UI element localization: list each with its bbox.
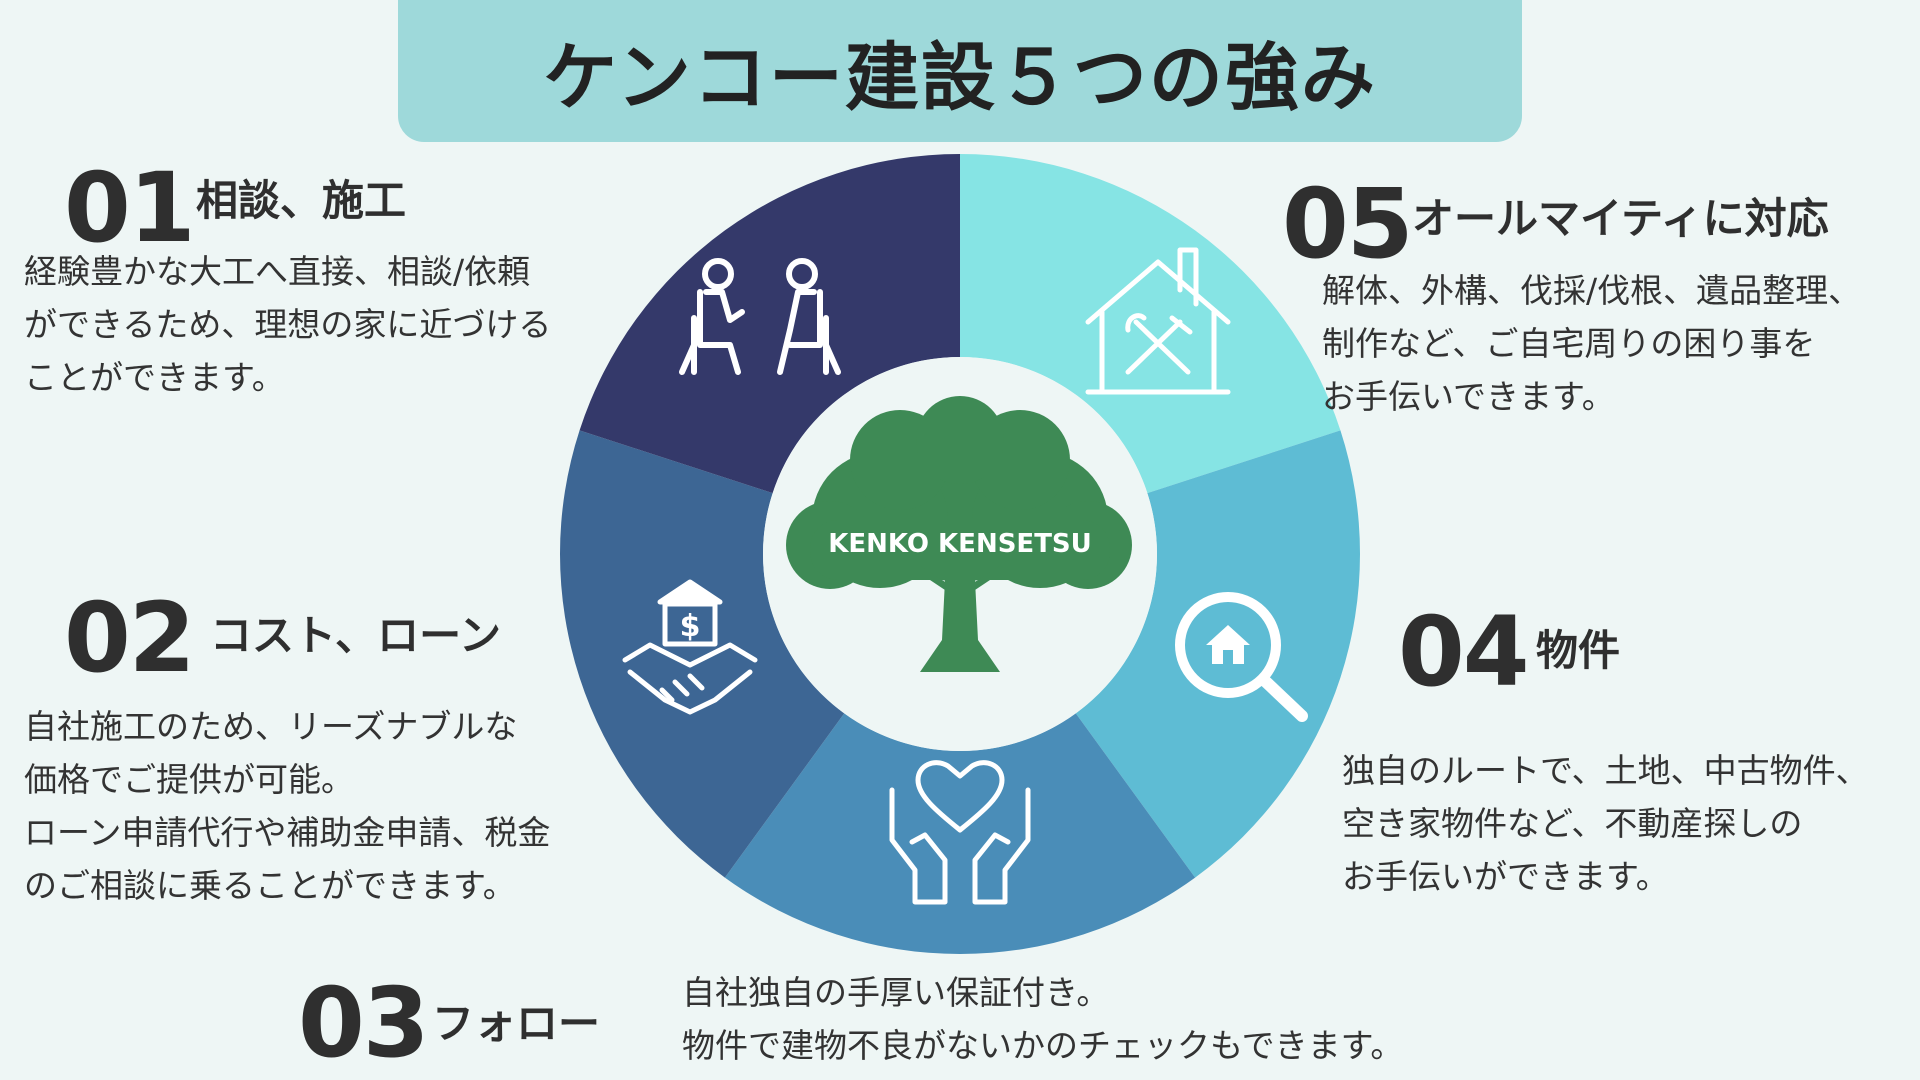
item-04-heading: 物件 (1536, 626, 1621, 675)
item-02-description: 自社施工のため、リーズナブルな 価格でご提供が可能。 ローン申請代行や補助金申請… (24, 700, 550, 912)
svg-text:$: $ (680, 609, 701, 644)
page-title: ケンコー建設５つの強み (543, 34, 1377, 121)
item-05-line: 解体、外構、伐採/伐根、遺品整理、 (1322, 271, 1862, 310)
item-04-line: 独自のルートで、土地、中古物件、 (1342, 751, 1869, 790)
item-01-line: ができるため、理想の家に近づける (24, 305, 552, 344)
item-01-number: 01 (64, 152, 196, 264)
logo-text: KENKO KENSETSU (828, 529, 1092, 559)
item-04-number: 04 (1398, 596, 1530, 708)
item-05-line: 制作など、ご自宅周りの困り事を (1322, 324, 1816, 363)
item-01-description: 経験豊かな大工へ直接、相談/依頼 ができるため、理想の家に近づける ことができま… (24, 245, 551, 404)
segment-05 (960, 154, 1341, 494)
segment-01 (579, 154, 960, 494)
item-02-line: 価格でご提供が可能。 (24, 760, 354, 799)
item-02-number: 02 (64, 582, 196, 694)
item-02-line: ローン申請代行や補助金申請、税金 (24, 813, 551, 852)
house-search-icon (1175, 592, 1308, 722)
item-03-number: 03 (298, 967, 430, 1079)
item-04-line: お手伝いができます。 (1342, 857, 1669, 896)
item-01-heading: 相談、施工 (196, 176, 407, 225)
consultation-icon (679, 258, 841, 375)
item-05-description: 解体、外構、伐採/伐根、遺品整理、 制作など、ご自宅周りの困り事を お手伝いでき… (1322, 264, 1861, 423)
item-03-heading: フォロー (432, 999, 601, 1048)
item-02-heading: コスト、ローン (210, 611, 502, 660)
item-03-description: 自社独自の手厚い保証付き。 物件で建物不良がないかのチェックもできます。 (682, 966, 1403, 1072)
item-05-line: お手伝いできます。 (1322, 377, 1615, 416)
house-tools-icon (1085, 247, 1231, 395)
item-04-description: 独自のルートで、土地、中古物件、 空き家物件など、不動産探しの お手伝いができま… (1342, 744, 1869, 903)
loan-handshake-icon: $ (622, 579, 758, 715)
item-04-line: 空き家物件など、不動産探しの (1342, 804, 1803, 843)
item-01-line: ことができます。 (24, 358, 285, 397)
item-03-line: 物件で建物不良がないかのチェックもできます。 (682, 1026, 1404, 1065)
item-05-heading: オールマイティに対応 (1412, 194, 1829, 243)
company-logo: KENKO KENSETSU (786, 396, 1132, 672)
segment-03 (724, 713, 1196, 955)
item-02-line: 自社施工のため、リーズナブルな (24, 707, 518, 746)
segment-02 (560, 430, 845, 878)
item-03-line: 自社独自の手厚い保証付き。 (682, 973, 1110, 1012)
item-01-line: 経験豊かな大工へ直接、相談/依頼 (24, 252, 531, 291)
item-02-line: のご相談に乗ることができます。 (24, 866, 516, 905)
item-05-number: 05 (1282, 168, 1414, 280)
heart-hands-icon (889, 760, 1031, 905)
title-banner: ケンコー建設５つの強み (398, 0, 1522, 142)
